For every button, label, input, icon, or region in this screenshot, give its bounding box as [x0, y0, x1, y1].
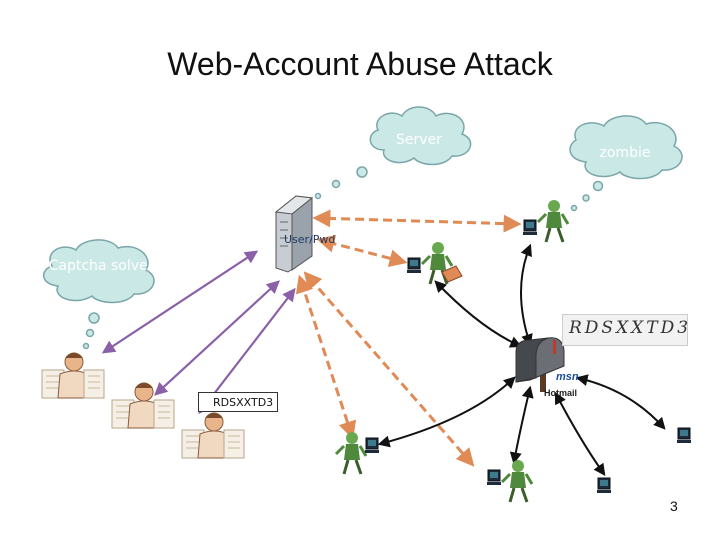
- captcha-text-box: RDSXXTD3: [198, 392, 278, 412]
- mail-arrows: [377, 243, 666, 476]
- solver-person-2: [111, 382, 175, 429]
- captcha-image: RDSXXTD3: [562, 314, 688, 346]
- zombie-bottom-left: [334, 430, 380, 476]
- dashed-arrow-zombie-mid: [316, 234, 408, 268]
- solver-arrow-3: [198, 287, 296, 415]
- mail-arrow-left: [377, 376, 516, 448]
- zombie-mid: [406, 240, 463, 286]
- msn-logo: msn: [556, 371, 579, 383]
- hotmail-label: Hotmail: [544, 388, 578, 398]
- zombie-top-right: [522, 198, 570, 244]
- dashed-arrow-zombie-bottom-left: [295, 274, 357, 440]
- mailbox-icon: [515, 337, 565, 392]
- dashed-arrow-zombie-top: [312, 209, 522, 233]
- captcha-solver-cloud-label: Captcha solver: [48, 258, 154, 274]
- server-icon: [274, 195, 314, 273]
- server-cloud-label: Server: [396, 132, 442, 148]
- solver-person-1: [41, 352, 105, 399]
- mail-arrow-upper-left: [434, 280, 523, 348]
- mail-arrow-bottom-right: [554, 391, 606, 476]
- captcha-image-text: RDSXXTD3: [569, 318, 692, 338]
- solver-arrows: [101, 250, 296, 415]
- dashed-arrows: [295, 209, 522, 467]
- page-number: 3: [670, 498, 678, 514]
- zombie-bottom-center: [486, 458, 534, 504]
- server-cloud: [314, 106, 472, 200]
- zombie-cloud: [569, 115, 683, 212]
- zombie-cloud-label: zombie: [599, 145, 651, 161]
- mail-arrow-right: [575, 374, 666, 430]
- pc-right: [676, 427, 692, 444]
- solver-person-3: [181, 412, 245, 459]
- mail-arrow-top: [520, 243, 533, 347]
- solver-arrow-2: [154, 280, 280, 396]
- server-credentials-label: User/Pwd: [284, 233, 336, 246]
- pc-bottom-right: [596, 477, 612, 494]
- mail-arrow-bottom: [509, 385, 534, 465]
- slide-title: Web-Account Abuse Attack: [167, 46, 553, 82]
